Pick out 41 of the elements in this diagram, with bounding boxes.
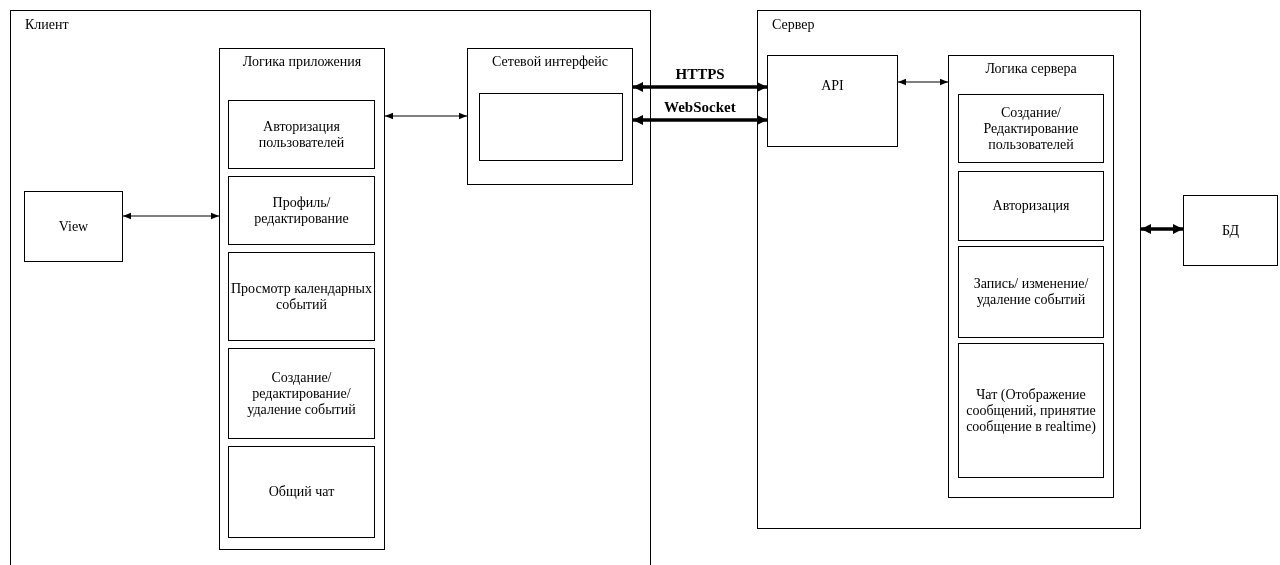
container-box [757, 10, 1141, 529]
box-heading: Сервер [772, 17, 815, 33]
process-box [958, 246, 1104, 338]
process-box [228, 252, 375, 341]
process-box [228, 446, 375, 538]
empty-box [479, 93, 623, 161]
double-arrow [1141, 224, 1183, 234]
box-heading: Клиент [25, 17, 69, 33]
process-box [228, 348, 375, 439]
box-text: Просмотр календарных событий [231, 280, 372, 313]
process-box [958, 171, 1104, 241]
box-text: View [58, 218, 89, 235]
box-text: Общий чат [268, 484, 335, 500]
box-heading: API [820, 78, 845, 94]
process-box [958, 94, 1104, 163]
double-arrow [122, 212, 220, 220]
process-box [767, 55, 898, 147]
box-heading: Логика приложения [241, 54, 363, 70]
double-arrow [633, 115, 767, 125]
process-box [228, 176, 375, 245]
box-text: Профиль/ редактирование [253, 194, 350, 227]
group-box [467, 48, 633, 185]
box-text: Чат (Отображение сообщений, принятие сообщение в realtime) [965, 386, 1097, 435]
process-box [24, 191, 123, 262]
process-box [1183, 195, 1278, 266]
box-text: Авторизация пользователей [257, 118, 346, 151]
box-heading: Сетевой интерфейс [491, 54, 609, 70]
box-text: Запись/ изменение/ удаление событий [972, 276, 1090, 308]
group-box [948, 55, 1114, 498]
box-heading: Логика сервера [984, 61, 1078, 77]
box-text: Создание/ редактирование/ удаление событий [246, 369, 357, 418]
process-box [958, 343, 1104, 478]
double-arrow [384, 112, 468, 120]
process-box [228, 100, 375, 169]
group-box [219, 48, 385, 550]
container-box [10, 10, 651, 565]
double-arrow [897, 78, 949, 86]
double-arrow [633, 82, 767, 92]
box-text: БД [1221, 222, 1240, 239]
box-text: Авторизация [992, 198, 1070, 214]
box-text: Создание/ Редактирование пользователей [982, 104, 1080, 153]
